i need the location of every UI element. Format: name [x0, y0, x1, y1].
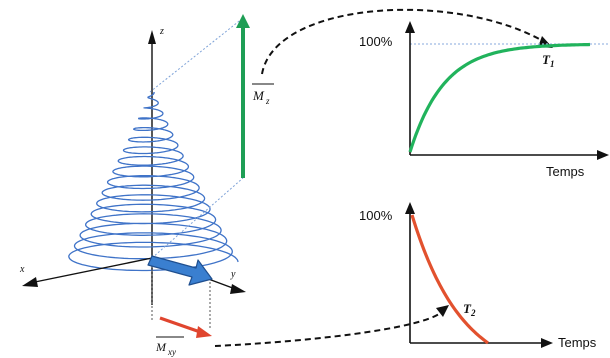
t2-chart-x-axis-arrowhead	[541, 338, 553, 348]
t2-chart-y-tick-label: 100%	[359, 208, 393, 223]
t2-curve-label-sub: 2	[470, 308, 476, 318]
mz-label: M z	[252, 84, 274, 106]
t2-chart-y-axis-arrowhead	[405, 202, 415, 214]
t1-recovery-curve	[410, 45, 590, 153]
t2-chart-x-axis-label: Temps	[558, 335, 597, 350]
mxy-to-t2-dashed-arrow	[215, 312, 442, 346]
t2-curve-label: T2	[463, 301, 476, 318]
z-axis-arrowhead	[148, 30, 156, 44]
precession-helix	[69, 92, 238, 271]
t1-chart-y-axis-arrowhead	[405, 21, 415, 33]
t1-curve-label-sub: 1	[550, 59, 555, 69]
x-axis-label: x	[19, 264, 25, 275]
helix-path	[69, 92, 238, 271]
t1-chart-x-axis-arrowhead	[597, 150, 609, 160]
mz-projection-guide	[150, 18, 243, 92]
t1-chart-x-axis-label: Temps	[546, 164, 585, 179]
mxy-label-sub: xy	[167, 347, 176, 357]
mz-label-sub: z	[265, 96, 270, 106]
mz-label-letter: M	[252, 88, 265, 103]
t2-decay-curve	[412, 215, 488, 343]
mxy-label: M xy	[155, 337, 184, 357]
x-axis-arrowhead	[22, 277, 38, 287]
y-axis-label: y	[230, 269, 236, 280]
t1-chart-y-tick-label: 100%	[359, 34, 393, 49]
y-axis-arrowhead	[230, 284, 246, 294]
z-axis-label: z	[159, 26, 164, 37]
t1-curve-label: T1	[542, 52, 554, 69]
mz-to-t1-dashed-arrow	[262, 10, 548, 74]
mxy-small-vector-shaft	[160, 318, 203, 333]
mz-vector-arrowhead	[236, 14, 250, 28]
t1-chart: 100% T1 Temps	[359, 21, 610, 179]
mxy-label-letter: M	[155, 340, 167, 354]
magnetization-3d-group: z x y M z M xy	[19, 14, 274, 357]
